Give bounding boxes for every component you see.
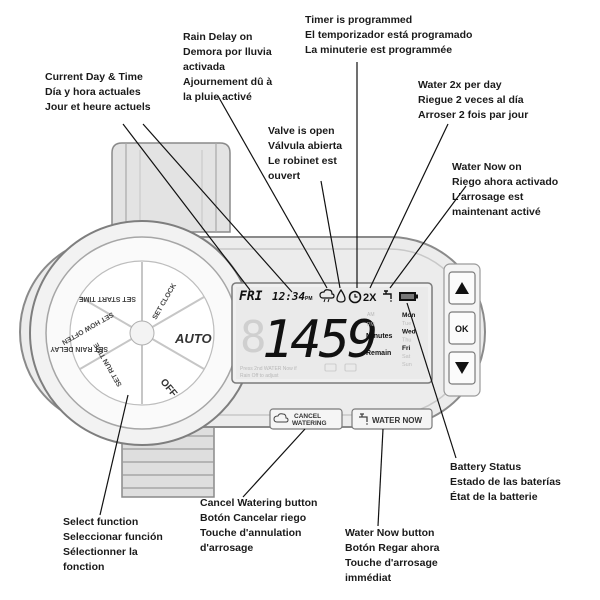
callout-valve-open: Valve is open Válvula abierta Le robinet… — [268, 125, 343, 182]
callout-water-2x: Water 2x per day Riegue 2 veces al día A… — [418, 79, 529, 121]
up-button[interactable] — [448, 271, 476, 305]
lcd-ghost-digit: 8 — [240, 312, 267, 363]
lcd-minutes: Minutes — [366, 333, 393, 340]
faucet-icon — [383, 290, 392, 302]
lcd-2x: 2X — [363, 292, 377, 304]
water-now-button[interactable]: WATER NOW — [351, 408, 433, 430]
timer-icon — [348, 290, 362, 304]
lcd-day-tue: Tue — [402, 321, 411, 327]
water-now-label: WATER NOW — [372, 416, 423, 425]
water-drop-icon — [336, 288, 346, 303]
lcd-main-digits: 1459 — [262, 310, 375, 370]
lcd-day-sat: Sat — [402, 354, 411, 360]
dial-label-set-start-time: SET START TIME — [79, 295, 136, 302]
callout-timer-programmed: Timer is programmed El temporizador está… — [305, 14, 473, 56]
lcd-am: AM — [367, 312, 375, 318]
callout-current-day-time: Current Day & Time Día y hora actuales J… — [45, 71, 151, 113]
lcd-pm: PM — [367, 322, 375, 328]
callout-rain-delay: Rain Delay on Demora por lluvia activada… — [183, 31, 273, 103]
ok-button[interactable]: OK — [448, 311, 476, 345]
function-dial[interactable] — [29, 220, 255, 446]
lcd-day-thu: Thu — [402, 338, 411, 344]
lcd-day-fri: Fri — [402, 345, 411, 352]
lcd-clock-suffix: PM — [305, 296, 313, 302]
callout-cancel-watering-button: Cancel Watering button Botón Cancelar ri… — [200, 497, 318, 554]
leader-lines — [99, 62, 467, 527]
cancel-watering-label-2: WATERING — [292, 420, 327, 427]
callout-select-function: Select function Seleccionar función Séle… — [63, 516, 163, 573]
dial-label-auto: AUTO — [174, 331, 212, 346]
cancel-watering-button[interactable]: CANCEL WATERING — [269, 408, 343, 430]
dial-label-set-rain-delay: SET RAIN DELAY — [50, 345, 108, 352]
lcd-clock: 12:34 — [272, 290, 305, 303]
lcd-hint-2: Rain Off to adjust — [240, 373, 279, 379]
water-now-faucet-icon — [359, 413, 368, 425]
lcd-screen — [231, 282, 433, 384]
lcd-remain: Remain — [366, 350, 391, 357]
lcd-day-wed: Wed — [402, 328, 416, 335]
callout-water-now-button: Water Now button Botón Regar ahora Touch… — [345, 527, 440, 584]
lcd-day: FRI — [239, 289, 263, 304]
ok-label: OK — [455, 324, 469, 334]
lcd-day-sun: Sun — [402, 362, 412, 368]
rain-cloud-icon — [319, 289, 335, 303]
lcd-day-mon: Mon — [402, 312, 415, 319]
callout-battery-status: Battery Status Estado de las baterías Ét… — [450, 461, 561, 503]
callout-water-now-on: Water Now on Riego ahora activado L'arro… — [452, 161, 559, 218]
cancel-watering-label-1: CANCEL — [294, 413, 321, 420]
lcd-hint: Press 2nd WATER Now if — [240, 366, 297, 372]
down-button[interactable] — [448, 351, 476, 385]
battery-icon — [399, 292, 418, 301]
